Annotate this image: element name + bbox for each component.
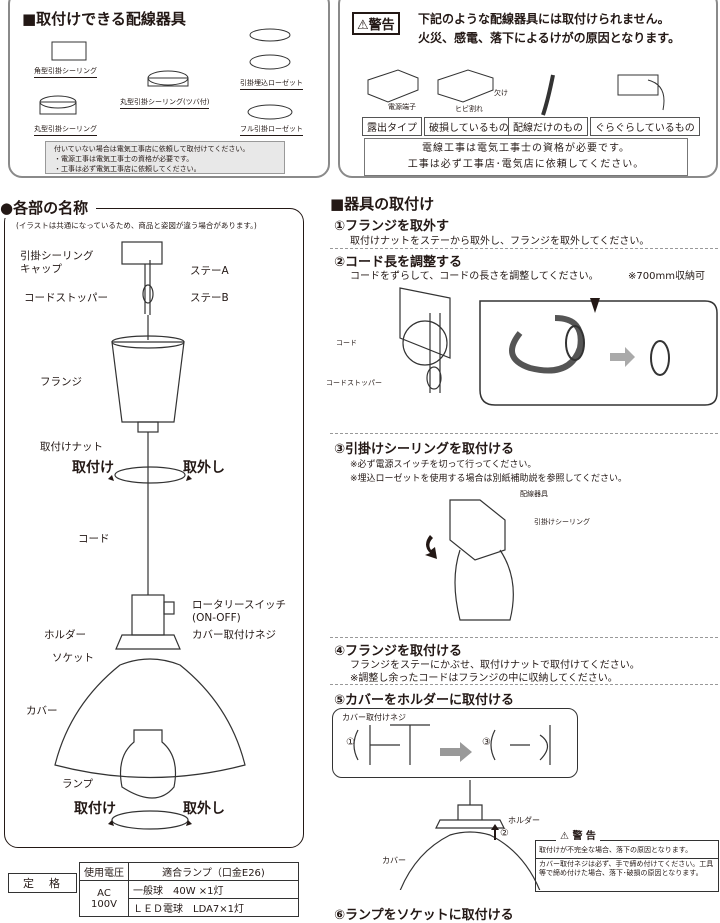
type-exposed: 露出タイプ: [362, 117, 422, 136]
label-cover-screw: カバー取付けネジ: [342, 713, 406, 722]
ceiling-attach-illustration: [425, 499, 514, 621]
note-line: 電線工事は電気工事士の資格が必要です。: [422, 143, 630, 154]
type-loose: ぐらぐらしているもの: [590, 117, 700, 136]
warning-panel: [338, 0, 718, 178]
label-stay-b: ステーB: [190, 292, 229, 304]
step-1-text: 取付けナットをステーから取外し、フランジを取外してください。: [350, 236, 650, 247]
step-6-title: ⑥ランプをソケットに取付ける: [334, 908, 514, 923]
step-2-title: ②コード長を調整する: [334, 255, 463, 270]
label-mount-nut: 取付けナット: [40, 441, 103, 453]
label-flange: フランジ: [40, 376, 82, 388]
divider: [330, 433, 718, 434]
caution-title: ⚠ 警 告: [556, 832, 600, 842]
device-label: フル引掛ローゼット: [240, 124, 303, 136]
label-cord-stopper: コードストッパー: [24, 292, 108, 304]
label-attach: 取付け: [72, 460, 114, 476]
caution-box: ⚠ 警 告 取付けが不完全な場合、落下の原因となります。 カバー取付ネジは必ず、…: [535, 832, 719, 892]
warning-line: 下記のような配線器具には取付けられません。: [418, 12, 670, 26]
compatible-devices-panel: [8, 0, 330, 178]
screw-detail-panel: [332, 708, 578, 778]
step-2-note: ※700mm収納可: [628, 271, 705, 282]
install-title: ■器具の取付け: [330, 195, 435, 213]
warning-badge-text: 警告: [368, 18, 395, 33]
cover-attach-illustration: [353, 724, 551, 890]
label-holder: ホルダー: [508, 816, 540, 825]
parts-subtitle: (イラストは共通になっているため、商品と姿図が違う場合があります。): [16, 221, 257, 230]
label-ceiling: 引掛けシーリング: [534, 518, 590, 526]
label-rotary-switch: ロータリースイッチ(ON-OFF): [192, 599, 286, 625]
ceiling-device-illustrations: [39, 28, 293, 120]
label-lamp: ランプ: [62, 778, 94, 790]
type-wiring-only: 配線だけのもの: [508, 117, 588, 136]
label-cord-stopper: コードストッパー: [326, 379, 382, 387]
device-label: 引掛埋込ローゼット: [240, 78, 303, 90]
label-socket: ソケット: [52, 652, 94, 664]
step-4-text: フランジをステーにかぶせ、取付けナットで取付けてください。: [350, 660, 640, 671]
parts-panel: [4, 208, 304, 848]
step-marker: ①: [346, 737, 355, 748]
step-4-note: ※調整し余ったコードはフランジの中に収納してください。: [350, 673, 618, 684]
caution-line: 取付けが不完全な場合、落下の原因となります。: [536, 843, 718, 859]
device-label: 丸型引掛シーリング(ツバ付): [120, 97, 210, 109]
note-line: 付いていない場合は電気工事店に依頼して取付けてください。: [54, 145, 250, 153]
divider: [330, 684, 718, 685]
type-damaged: 破損しているもの: [424, 117, 514, 136]
label-text: (ON-OFF): [192, 612, 241, 624]
warning-badge: ⚠警告: [352, 12, 400, 35]
step-1-title: ①フランジを取外す: [334, 219, 450, 234]
rating-label: 定 格: [8, 873, 77, 893]
note-line: ・電源工事は電気工事士の資格が必要です。: [54, 155, 194, 163]
cord-adjust-illustration: [399, 287, 718, 406]
step-5-title: ⑤カバーをホルダーに取付ける: [334, 693, 515, 708]
label-cord: コード: [78, 533, 110, 545]
voltage-value: AC 100V: [79, 880, 129, 917]
label-detach: 取外し: [183, 460, 225, 476]
label-text: ロータリースイッチ: [192, 599, 286, 611]
label-wiring-device: 配線器具: [520, 490, 548, 498]
note-line: ・工事は必ず電気工事店に依頼してください。: [54, 165, 201, 173]
device-label: 丸型引掛シーリング: [34, 124, 97, 136]
label-cover: カバー: [26, 705, 58, 717]
lamp-row: 一般球 40W ×1灯: [128, 880, 299, 899]
label-text: キャップ: [20, 263, 62, 275]
step-marker: ②: [500, 828, 509, 839]
warning-icon: ⚠: [357, 18, 369, 33]
step-3-note: ※必ず電源スイッチを切って行ってください。: [350, 460, 537, 470]
callout-terminal: 電源端子: [388, 103, 416, 111]
step-3-title: ③引掛けシーリングを取付ける: [334, 442, 515, 457]
warning-note: 電線工事は電気工事士の資格が必要です。 工事は必ず工事店･電気店に依頼してくださ…: [364, 138, 688, 176]
header-lamp: 適合ランプ（口金E26): [128, 862, 299, 881]
callout-crack: ヒビ割れ: [455, 105, 483, 113]
label-attach-lamp: 取付け: [74, 801, 116, 817]
parts-title: ●各部の名称: [0, 197, 97, 218]
label-holder: ホルダー: [44, 629, 86, 641]
lamp-row: ＬＥＤ電球 LDA7×1灯: [128, 898, 299, 917]
note-line: 工事は必ず工事店･電気店に依頼してください。: [407, 159, 645, 170]
callout-chip: 欠け: [494, 89, 508, 97]
label-text: 引掛シーリング: [20, 250, 94, 262]
divider: [330, 248, 718, 249]
step-2-text: コードをずらして、コードの長さを調整してください。: [350, 271, 599, 282]
label-cord: コード: [336, 339, 357, 347]
prohibited-device-illustrations: [367, 69, 665, 116]
label-ceiling-cap: 引掛シーリングキャップ: [20, 250, 94, 276]
compatible-title: ■取付けできる配線器具: [22, 10, 186, 28]
header-voltage: 使用電圧: [79, 862, 129, 881]
device-label: 角型引掛シーリング: [34, 66, 97, 78]
step-marker: ③: [482, 737, 491, 748]
step-4-title: ④フランジを取付ける: [334, 644, 463, 659]
caution-line: カバー取付ネジは必ず、手で締め付けてください。工具等で締め付けた場合、落下･破損…: [539, 860, 714, 877]
warning-line: 火災、感電、落下によるけがの原因となります。: [418, 31, 681, 45]
divider: [330, 637, 718, 638]
label-cover-screw: カバー取付けネジ: [192, 629, 276, 641]
pendant-lamp-illustration: [54, 241, 246, 830]
label-cover: カバー: [382, 856, 406, 865]
step-3-note: ※埋込ローゼットを使用する場合は別紙補助説を参照してください。: [350, 474, 628, 484]
compatible-note: 付いていない場合は電気工事店に依頼して取付けてください。 ・電源工事は電気工事士…: [45, 141, 285, 174]
label-stay-a: ステーA: [190, 265, 229, 277]
label-detach-lamp: 取外し: [183, 801, 225, 817]
